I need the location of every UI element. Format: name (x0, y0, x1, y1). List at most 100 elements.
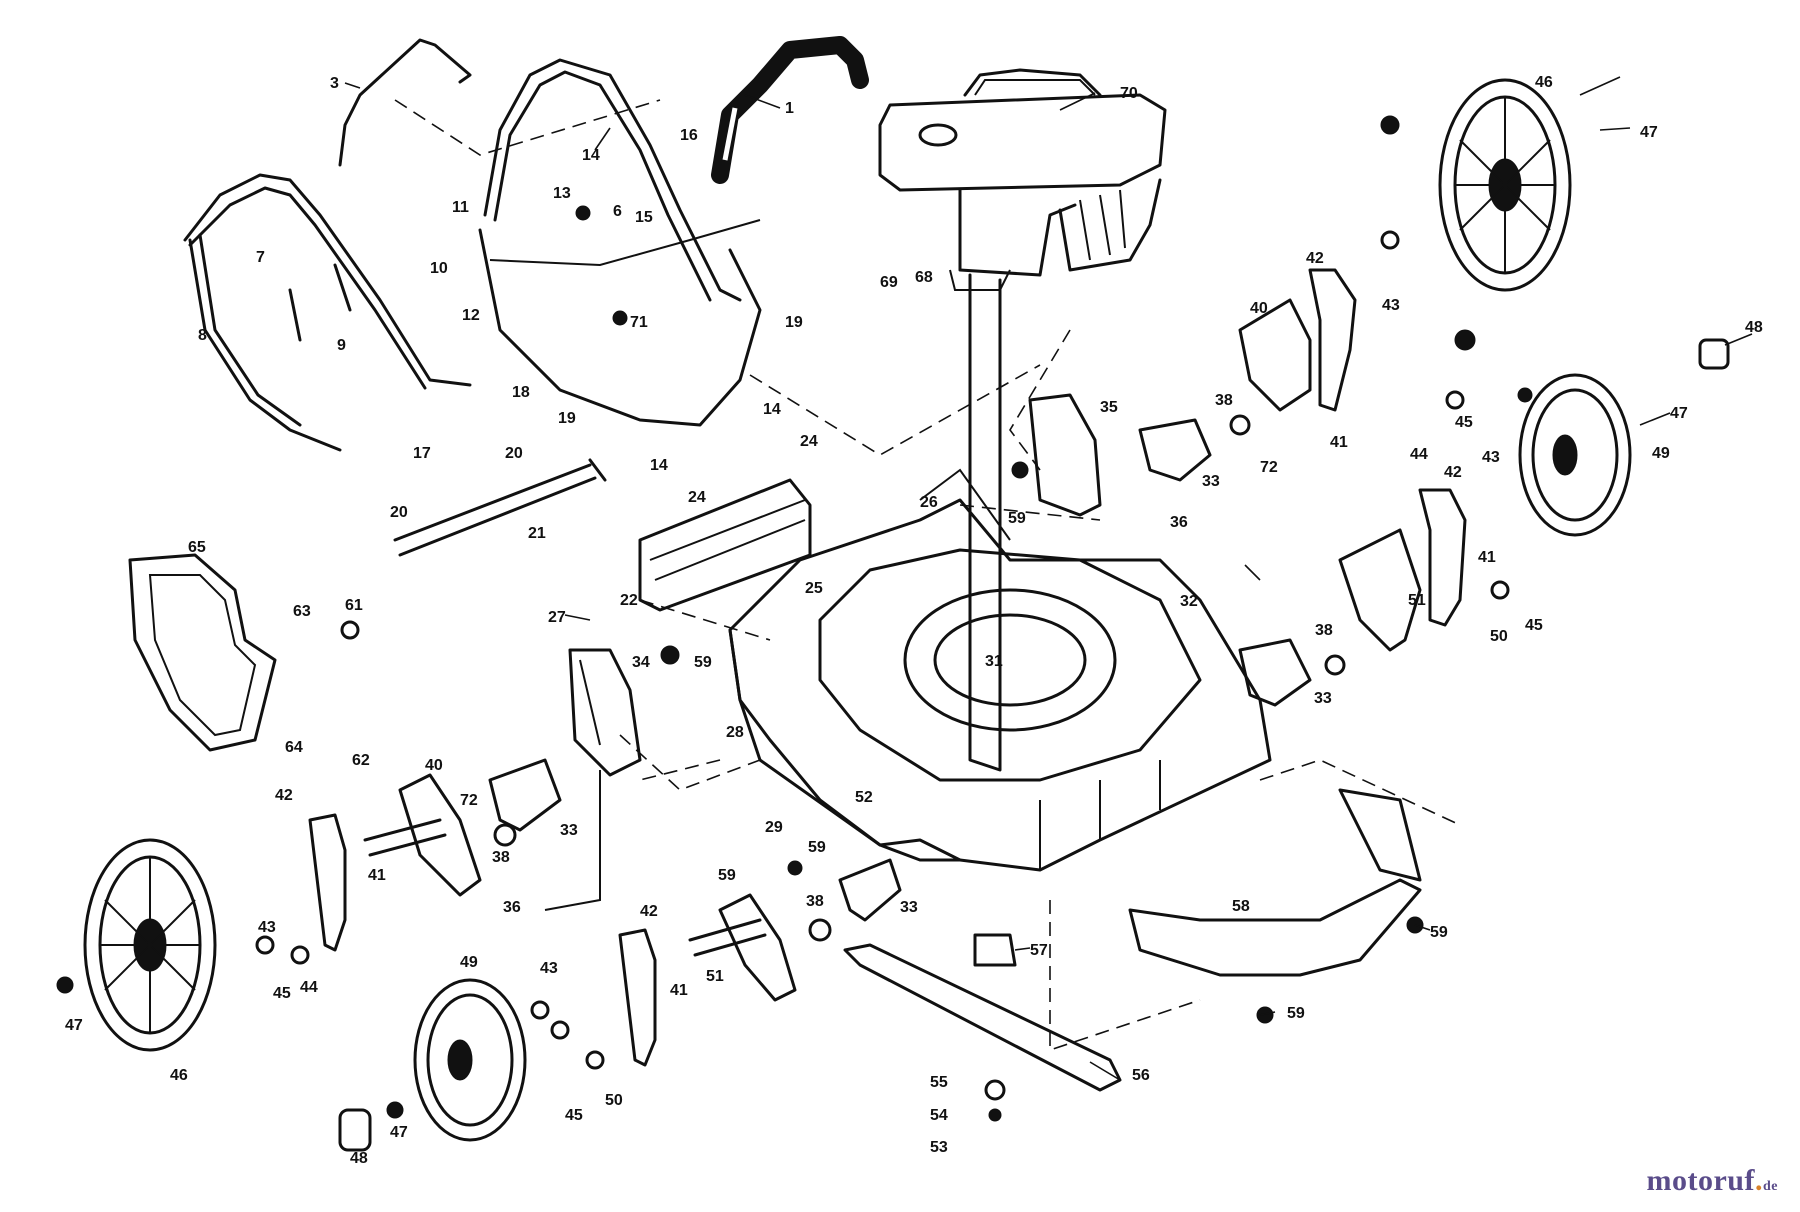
rear-axle-21 (393, 458, 607, 557)
callout-51-right: 51 (1408, 592, 1426, 609)
callout-49-bottom: 49 (460, 954, 478, 971)
bracket-40-right (1238, 298, 1312, 412)
axle-left (363, 818, 447, 857)
callout-22: 22 (620, 592, 638, 609)
callout-3: 3 (330, 75, 339, 92)
callout-15: 15 (635, 209, 653, 226)
callout-8: 8 (198, 327, 207, 344)
callout-59-a: 59 (1008, 510, 1026, 527)
callout-65: 65 (188, 539, 206, 556)
callout-6: 6 (613, 203, 622, 220)
leader-lines (344, 76, 1753, 1081)
callout-44-left: 44 (300, 979, 318, 996)
wheel-49-bottom (413, 978, 527, 1142)
callout-54: 54 (930, 1107, 948, 1124)
callout-32: 32 (1180, 593, 1198, 610)
callout-34: 34 (632, 654, 650, 671)
callout-17: 17 (413, 445, 431, 462)
callout-59-b: 59 (694, 654, 712, 671)
callout-20-bottom: 20 (390, 504, 408, 521)
callout-33-bottom: 33 (900, 899, 918, 916)
callout-25: 25 (805, 580, 823, 597)
bracket-51-right (1338, 528, 1422, 652)
callout-31: 31 (985, 653, 1003, 670)
callout-33-mid: 33 (1314, 690, 1332, 707)
callout-29: 29 (765, 819, 783, 836)
callout-41-mid: 41 (1478, 549, 1496, 566)
bracket-42-bottom (618, 928, 657, 1067)
callout-38-mid: 38 (1315, 622, 1333, 639)
callout-36-top: 36 (1170, 514, 1188, 531)
callout-59-c: 59 (718, 867, 736, 884)
callout-59-d: 59 (808, 839, 826, 856)
callout-11: 11 (452, 199, 469, 216)
callout-42-mid: 42 (1444, 464, 1462, 481)
callout-42-left: 42 (275, 787, 293, 804)
brand-main: motoruf (1646, 1164, 1755, 1197)
callout-47-bottom: 47 (390, 1124, 408, 1141)
callout-7: 7 (256, 249, 265, 266)
callout-24-top: 24 (800, 433, 818, 450)
bracket-42-left (308, 813, 347, 952)
brand-tld: de (1763, 1179, 1778, 1194)
callout-47-mid: 47 (1670, 405, 1688, 422)
rear-flap-65 (128, 553, 277, 752)
callout-43-mid: 43 (1482, 449, 1500, 466)
bracket-34 (544, 648, 642, 911)
callout-35: 35 (1100, 399, 1118, 416)
callout-53: 53 (930, 1139, 948, 1156)
callout-38-left: 38 (492, 849, 510, 866)
sector-33-mid (1238, 638, 1312, 707)
shield-22 (638, 478, 812, 612)
callout-18: 18 (512, 384, 530, 401)
callout-71: 71 (630, 314, 648, 331)
callout-38-bottom: 38 (806, 893, 824, 910)
callout-52: 52 (855, 789, 873, 806)
callout-41-bottom: 41 (670, 982, 688, 999)
callout-14-c: 14 (650, 457, 668, 474)
axle-bottom (688, 918, 767, 957)
callout-33-left: 33 (560, 822, 578, 839)
callout-68: 68 (915, 269, 933, 286)
wheel-46-right (1438, 78, 1572, 292)
callout-59-f: 59 (1287, 1005, 1305, 1022)
grass-bag (478, 219, 762, 427)
callout-24-bottom: 24 (688, 489, 706, 506)
sector-33-left (488, 758, 562, 832)
brand-watermark: motoruf.de (1647, 1164, 1778, 1198)
callout-16: 16 (680, 127, 698, 144)
callout-44-top: 44 (1410, 446, 1428, 463)
callout-9: 9 (337, 337, 346, 354)
callout-48-top: 48 (1745, 319, 1763, 336)
callout-63: 63 (293, 603, 311, 620)
deck-32 (728, 468, 1272, 872)
callout-12: 12 (462, 307, 480, 324)
callout-57: 57 (1030, 942, 1048, 959)
callout-45-mid: 45 (1525, 617, 1543, 634)
adapter-57 (973, 933, 1017, 967)
callout-40-left: 40 (425, 757, 443, 774)
callout-14: 14 (582, 147, 600, 164)
callout-49-top: 49 (1652, 445, 1670, 462)
callout-40-top: 40 (1250, 300, 1268, 317)
sector-33-top (1138, 418, 1212, 482)
callout-72-top: 72 (1260, 459, 1278, 476)
blade-56 (843, 943, 1122, 1092)
bracket-51-bottom (718, 893, 797, 1002)
callout-20-top: 20 (505, 445, 523, 462)
callout-38-top: 38 (1215, 392, 1233, 409)
callout-64: 64 (285, 739, 303, 756)
callout-1: 1 (785, 100, 794, 117)
callout-56: 56 (1132, 1067, 1150, 1084)
callout-45-left: 45 (273, 985, 291, 1002)
callout-43-top: 43 (1382, 297, 1400, 314)
callout-42-top: 42 (1306, 250, 1324, 267)
callout-47-left: 47 (65, 1017, 83, 1034)
lower-handle-8 (183, 173, 472, 452)
callout-41-top: 41 (1330, 434, 1348, 451)
callout-69: 69 (880, 274, 898, 291)
bracket-35 (1028, 393, 1102, 517)
control-wire-3 (338, 38, 472, 167)
handle-16 (483, 58, 742, 302)
